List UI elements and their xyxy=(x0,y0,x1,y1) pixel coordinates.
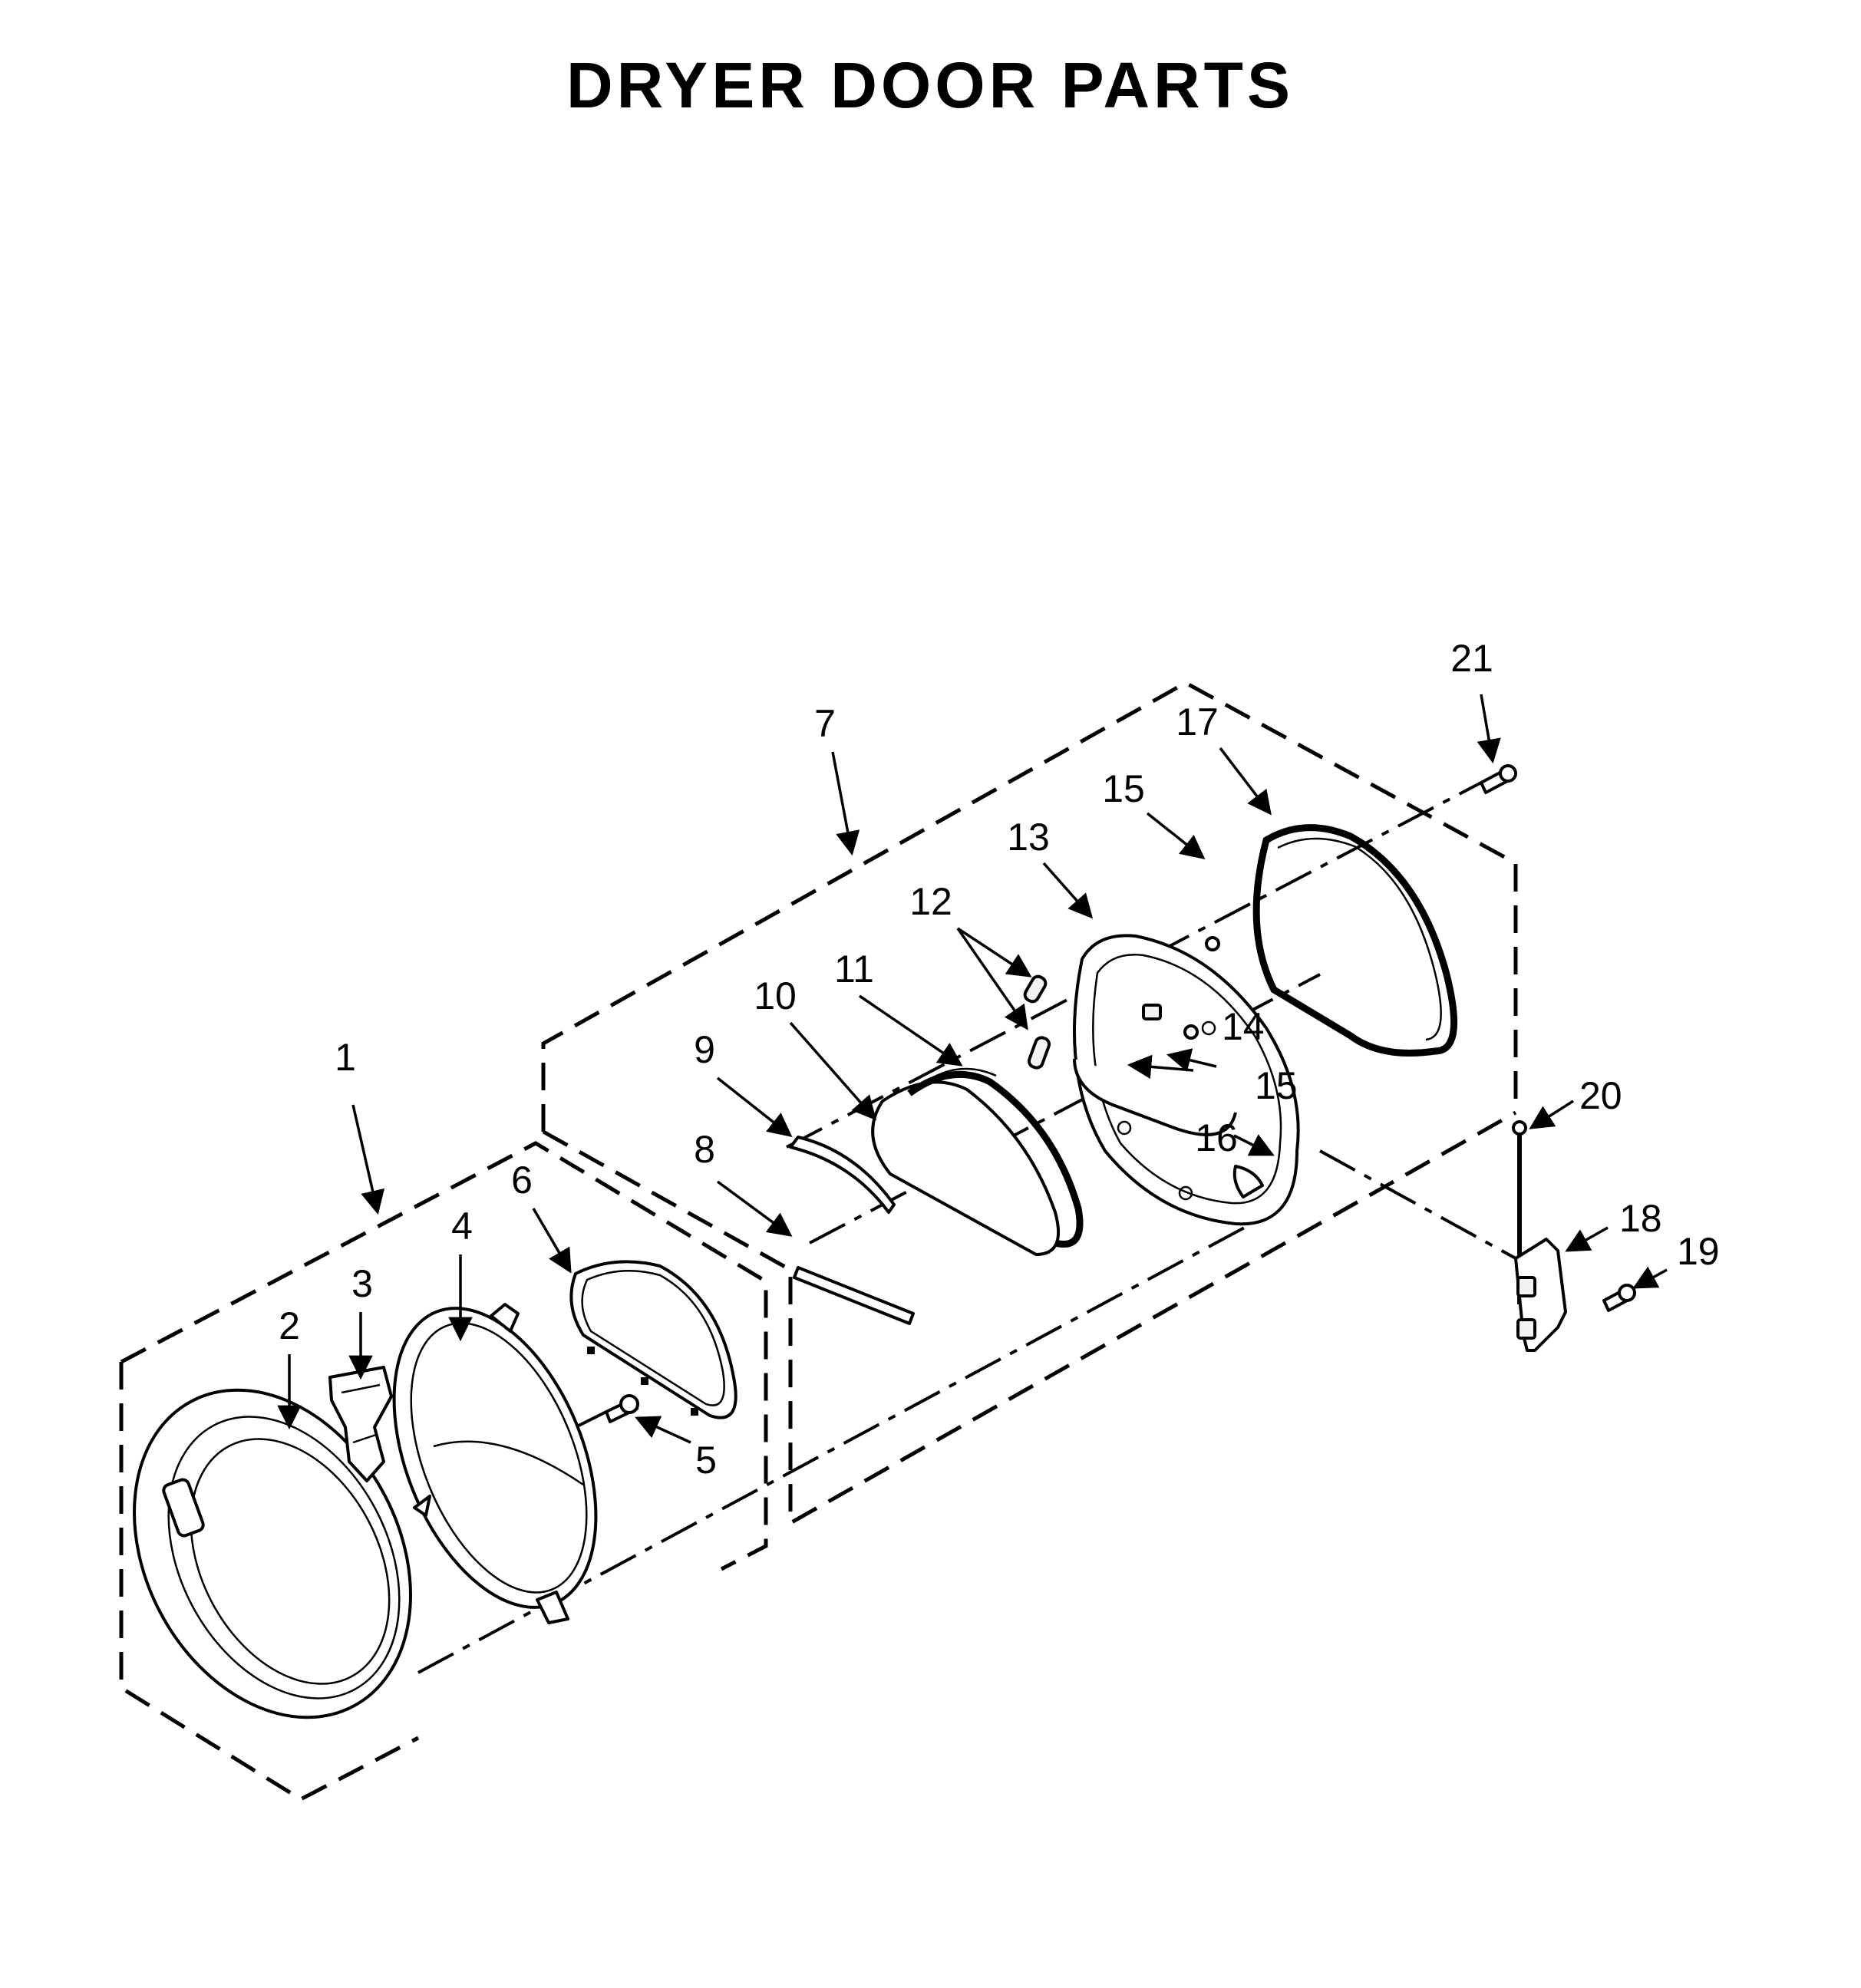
callout-10: 10 xyxy=(754,974,797,1017)
callout-9: 9 xyxy=(694,1028,715,1071)
inner-assembly-outline-bottom xyxy=(542,1110,1517,1527)
screw-part-21 xyxy=(1480,764,1517,794)
inner-door-frame xyxy=(392,1303,598,1624)
front-assembly-outline-left xyxy=(119,1362,420,1802)
callout-5: 5 xyxy=(695,1439,717,1482)
screw-part-15-lower xyxy=(1183,1024,1199,1040)
alignment-axis-middle xyxy=(809,973,1321,1245)
glass-gasket xyxy=(907,1067,1084,1248)
inner-assembly-outline xyxy=(541,681,1518,1132)
diagram-title: DRYER DOOR PARTS xyxy=(566,49,1294,121)
callout-2: 2 xyxy=(279,1304,300,1347)
screw-part-15-upper xyxy=(1205,936,1220,951)
door-glass xyxy=(871,1080,1061,1256)
callout-7: 7 xyxy=(814,702,836,745)
door-frame-gasket xyxy=(569,1260,737,1419)
callout-12: 12 xyxy=(909,880,952,923)
callout-21: 21 xyxy=(1450,637,1493,680)
callout-17: 17 xyxy=(1176,701,1219,743)
screw-part-19 xyxy=(1602,1284,1636,1312)
callout-8: 8 xyxy=(694,1128,715,1171)
leader-lines xyxy=(277,694,1668,1444)
alignment-axis-screw xyxy=(575,1410,607,1429)
callout-19: 19 xyxy=(1677,1230,1720,1273)
handle-bracket xyxy=(328,1366,393,1482)
callout-15-upper: 15 xyxy=(1102,767,1145,810)
alignment-axis-hinge xyxy=(1319,1149,1516,1260)
callout-20: 20 xyxy=(1579,1074,1622,1117)
callout-6: 6 xyxy=(511,1159,533,1202)
callout-3: 3 xyxy=(351,1262,373,1305)
pad-upper xyxy=(1023,974,1048,1004)
flat-strip xyxy=(793,1266,915,1325)
callout-13: 13 xyxy=(1007,816,1050,859)
callout-16: 16 xyxy=(1195,1116,1238,1159)
callout-1: 1 xyxy=(335,1036,356,1079)
inner-door-panel xyxy=(1073,934,1300,1226)
front-assembly-outline xyxy=(120,1141,768,1571)
screw-part-5 xyxy=(605,1394,639,1423)
hinge-part-18 xyxy=(1514,1238,1567,1352)
callout-4: 4 xyxy=(451,1205,473,1248)
callout-14: 14 xyxy=(1222,1005,1265,1048)
outer-door xyxy=(133,1388,412,1719)
pad-lower xyxy=(1027,1036,1051,1070)
hinge-pin-part-16 xyxy=(1232,1165,1264,1198)
callout-18: 18 xyxy=(1619,1197,1662,1240)
callout-labels: 1 2 3 4 5 6 7 8 9 10 11 12 13 14 15 15 1… xyxy=(279,637,1720,1482)
door-seal xyxy=(1252,824,1458,1057)
curved-strip xyxy=(789,1136,896,1214)
callout-11: 11 xyxy=(834,948,874,991)
callout-15-lower: 15 xyxy=(1255,1064,1298,1107)
